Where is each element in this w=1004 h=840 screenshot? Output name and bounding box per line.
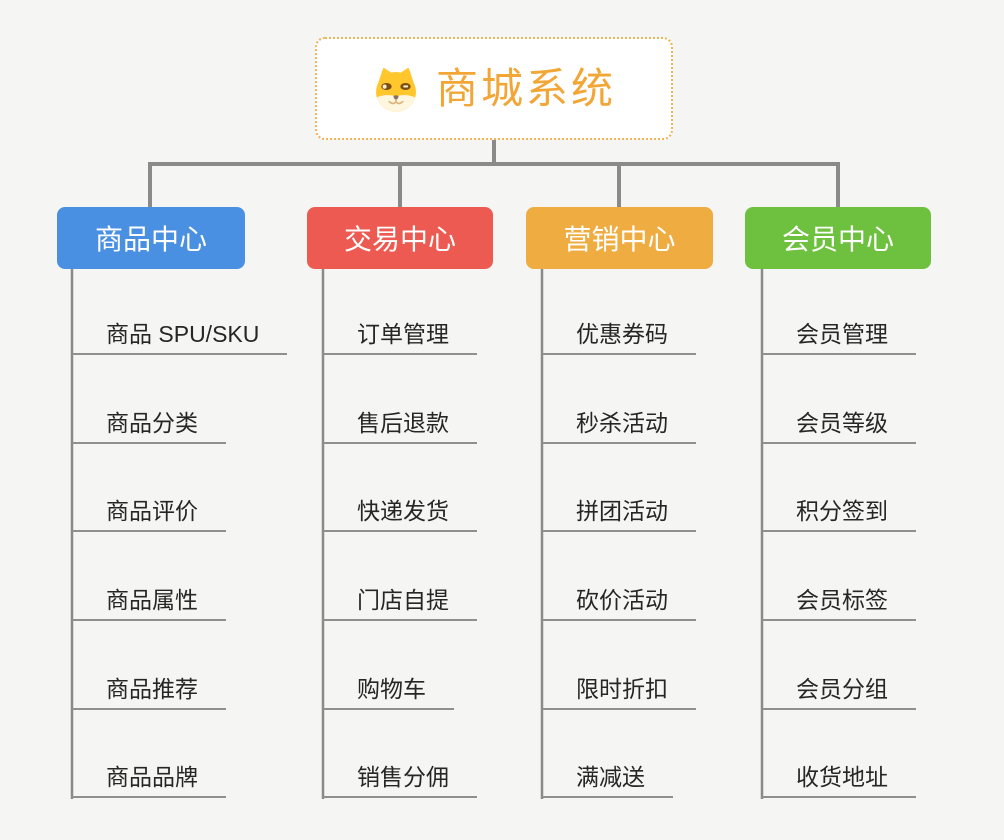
subtopic-item[interactable]: 门店自提: [323, 586, 477, 621]
subtopic-item[interactable]: 商品分类: [72, 409, 226, 444]
subtopic-item[interactable]: 砍价活动: [542, 586, 696, 621]
subtopic-item[interactable]: 快递发货: [323, 497, 477, 532]
dog-face-icon: [372, 65, 420, 113]
subtopic-item[interactable]: 商品评价: [72, 497, 226, 532]
subtopic-item[interactable]: 满减送: [542, 763, 673, 798]
subtopic-item[interactable]: 优惠券码: [542, 320, 696, 355]
subtopic-item[interactable]: 限时折扣: [542, 675, 696, 710]
branch-header-trade-center[interactable]: 交易中心: [307, 207, 493, 269]
branch-header-product-center[interactable]: 商品中心: [57, 207, 245, 269]
branch-header-marketing-center[interactable]: 营销中心: [526, 207, 713, 269]
subtopic-item[interactable]: 商品 SPU/SKU: [72, 320, 288, 355]
subtopic-item[interactable]: 积分签到: [762, 497, 916, 532]
subtopic-item[interactable]: 商品属性: [72, 586, 226, 621]
subtopic-item[interactable]: 订单管理: [323, 320, 477, 355]
subtopic-item[interactable]: 会员等级: [762, 409, 916, 444]
subtopic-item[interactable]: 会员分组: [762, 675, 916, 710]
subtopic-item[interactable]: 商品推荐: [72, 675, 226, 710]
branch-header-member-center[interactable]: 会员中心: [745, 207, 931, 269]
subtopic-item[interactable]: 会员管理: [762, 320, 916, 355]
root-node[interactable]: 商城系统: [315, 37, 673, 140]
subtopic-item[interactable]: 拼团活动: [542, 497, 696, 532]
subtopic-item[interactable]: 购物车: [323, 675, 454, 710]
subtopic-item[interactable]: 收货地址: [762, 763, 916, 798]
subtopic-item[interactable]: 销售分佣: [323, 763, 477, 798]
root-title: 商城系统: [435, 64, 616, 112]
subtopic-item[interactable]: 会员标签: [762, 586, 916, 621]
subtopic-item[interactable]: 售后退款: [323, 409, 477, 444]
subtopic-item[interactable]: 商品品牌: [72, 763, 226, 798]
subtopic-item[interactable]: 秒杀活动: [542, 409, 696, 444]
